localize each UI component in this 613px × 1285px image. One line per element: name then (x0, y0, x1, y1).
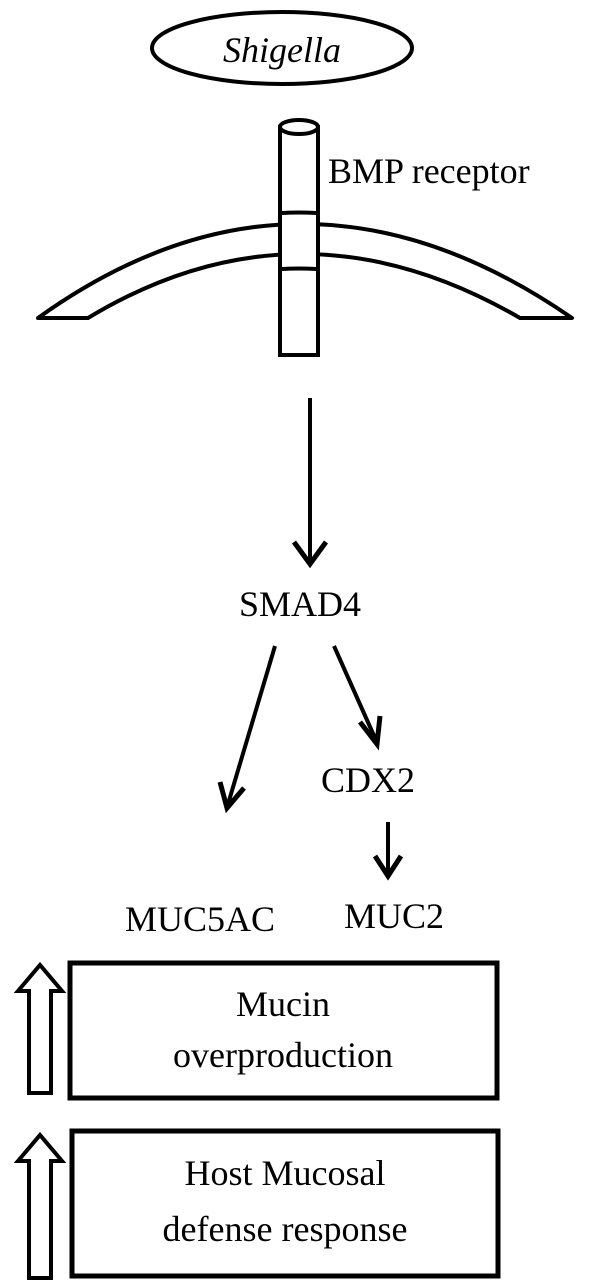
box1-line1: Mucin (236, 984, 330, 1024)
increase-arrow-icon (13, 961, 67, 1095)
muc5ac-label: MUC5AC (125, 899, 275, 939)
receptor-membrane-line-bottom (281, 266, 317, 271)
bmp-receptor (278, 118, 320, 357)
receptor-body (278, 125, 320, 357)
box2-line1: Host Mucosal (185, 1153, 386, 1193)
arrow-receptor-to-smad4 (291, 398, 329, 569)
bmp-receptor-label: BMP receptor (328, 151, 530, 191)
cdx2-label: CDX2 (321, 760, 415, 800)
arrow-cdx2-to-muc2 (372, 822, 404, 881)
receptor-top (278, 118, 320, 136)
box2-line2: defense response (163, 1209, 408, 1249)
shigella-node: Shigella (150, 10, 414, 86)
shigella-label: Shigella (223, 30, 341, 70)
cell-membrane (36, 222, 574, 320)
mucin-overproduction-box: Mucin overproduction (67, 960, 500, 1101)
box1-line2: overproduction (173, 1035, 393, 1075)
arrow-smad4-to-cdx2 (332, 645, 383, 751)
arrow-smad4-to-muc5ac (217, 645, 277, 814)
host-defense-box: Host Mucosal defense response (69, 1128, 501, 1279)
smad4-label: SMAD4 (239, 584, 361, 624)
muc2-label: MUC2 (344, 896, 444, 936)
increase-arrow-icon (13, 1131, 67, 1280)
shigella-ellipse (150, 10, 414, 86)
receptor-membrane-line-top (281, 210, 317, 215)
